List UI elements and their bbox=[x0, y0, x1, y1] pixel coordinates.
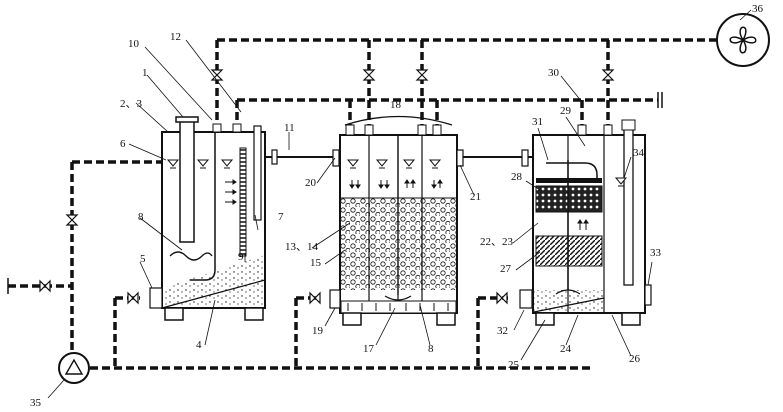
label-26: 26 bbox=[629, 353, 641, 365]
label-36: 36 bbox=[752, 3, 764, 15]
label-35: 35 bbox=[30, 397, 42, 409]
air-valve-icon bbox=[210, 69, 615, 81]
label-8a: 8 bbox=[138, 211, 144, 223]
label-5: 5 bbox=[140, 253, 146, 265]
label-2-3: 2、3 bbox=[120, 98, 142, 110]
label-33: 33 bbox=[650, 247, 662, 259]
label-32: 32 bbox=[497, 325, 508, 337]
line-end-cap bbox=[657, 92, 663, 108]
label-30: 30 bbox=[548, 67, 560, 79]
leader-lines bbox=[47, 9, 752, 399]
label-20: 20 bbox=[305, 177, 317, 189]
label-29: 29 bbox=[560, 105, 572, 117]
pump-icon bbox=[58, 352, 90, 384]
label-8b: 8 bbox=[428, 343, 434, 355]
label-15: 15 bbox=[310, 257, 322, 269]
label-9: 9 bbox=[238, 251, 244, 263]
label-7: 7 bbox=[278, 211, 284, 223]
label-13-14: 13、14 bbox=[285, 241, 318, 253]
feed-valve-icon bbox=[39, 214, 79, 293]
label-21: 21 bbox=[470, 191, 481, 203]
label-25: 25 bbox=[508, 359, 520, 371]
label-10: 10 bbox=[128, 38, 140, 50]
label-19: 19 bbox=[312, 325, 324, 337]
air-blower-icon bbox=[716, 13, 770, 67]
label-34: 34 bbox=[633, 147, 645, 159]
label-28: 28 bbox=[511, 171, 523, 183]
label-22-23: 22、23 bbox=[480, 236, 513, 248]
return-line bbox=[235, 98, 658, 125]
label-4: 4 bbox=[196, 339, 202, 351]
label-31: 31 bbox=[532, 116, 543, 128]
label-17: 17 bbox=[363, 343, 375, 355]
sludge-valve-icon bbox=[127, 291, 508, 305]
air-supply-line bbox=[215, 38, 717, 125]
label-6: 6 bbox=[120, 138, 126, 150]
tank-1 bbox=[149, 116, 340, 321]
tank-2 bbox=[329, 115, 533, 326]
tank-3 bbox=[519, 119, 652, 326]
part-labels: 1 2、3 6 8 5 4 9 7 10 12 11 13、14 15 17 8… bbox=[30, 3, 764, 409]
label-27: 27 bbox=[500, 263, 512, 275]
label-24: 24 bbox=[560, 343, 572, 355]
label-11: 11 bbox=[284, 122, 295, 134]
feed-line bbox=[8, 160, 162, 352]
label-18: 18 bbox=[390, 99, 402, 111]
label-12: 12 bbox=[170, 31, 181, 43]
label-1: 1 bbox=[142, 67, 148, 79]
